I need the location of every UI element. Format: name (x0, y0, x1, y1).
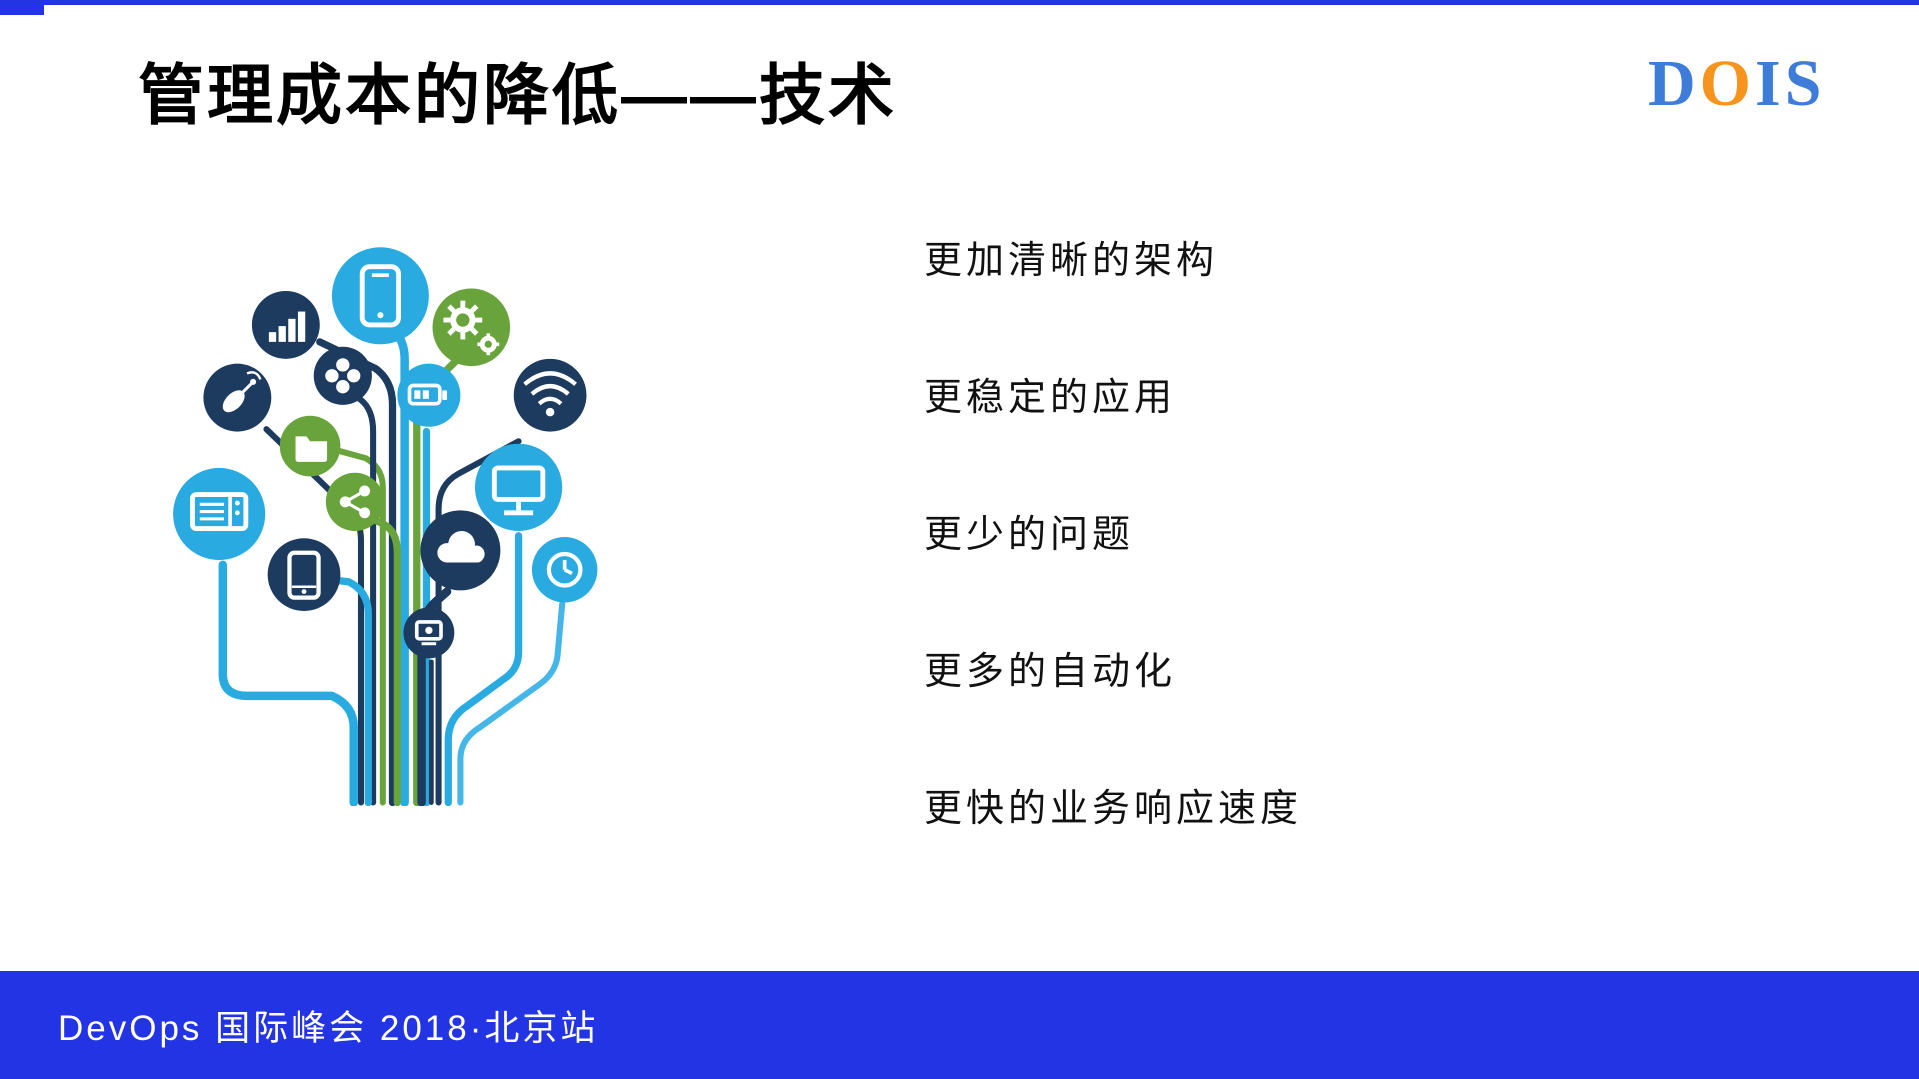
logo-letter-i: I (1755, 47, 1785, 120)
desktop-monitor-icon (474, 443, 563, 531)
fan-icon (313, 346, 372, 405)
mobile-phone-icon (267, 538, 341, 611)
webcam-icon (403, 607, 455, 659)
bullet-item-automation: 更多的自动化 (924, 651, 1177, 693)
logo-letter-o: O (1699, 47, 1756, 120)
bar-chart-icon (251, 290, 320, 359)
top-accent-strip (0, 0, 1919, 5)
battery-icon (397, 363, 461, 427)
footer-bar: DevOps 国际峰会 2018·北京站 (0, 971, 1919, 1079)
smartphone-icon (331, 247, 429, 345)
bullet-item-fewer-problems: 更少的问题 (924, 514, 1135, 556)
share-nodes-icon (325, 472, 385, 531)
tv-icon (173, 467, 266, 561)
logo-letter-d: D (1648, 47, 1700, 120)
logo-letter-s: S (1784, 47, 1826, 120)
satellite-dish-icon (203, 362, 272, 432)
technology-tree-illustration (104, 222, 698, 806)
footer-text: DevOps 国际峰会 2018·北京站 (58, 1008, 599, 1048)
bullet-item-stability: 更稳定的应用 (924, 377, 1177, 419)
gears-icon (432, 288, 511, 367)
cloud-icon (420, 510, 501, 591)
folder-icon (279, 415, 341, 477)
dois-logo: DOIS (1648, 46, 1825, 122)
bullet-item-architecture: 更加清晰的架构 (924, 240, 1219, 282)
bullet-list: 更加清晰的架构 更稳定的应用 更少的问题 更多的自动化 更快的业务响应速度 (924, 238, 1302, 923)
top-left-accent-block (0, 0, 44, 15)
wifi-icon (513, 358, 587, 432)
slide-title: 管理成本的降低——技术 (138, 58, 897, 132)
bullet-item-response-speed: 更快的业务响应速度 (924, 788, 1303, 830)
clock-icon (531, 537, 598, 603)
